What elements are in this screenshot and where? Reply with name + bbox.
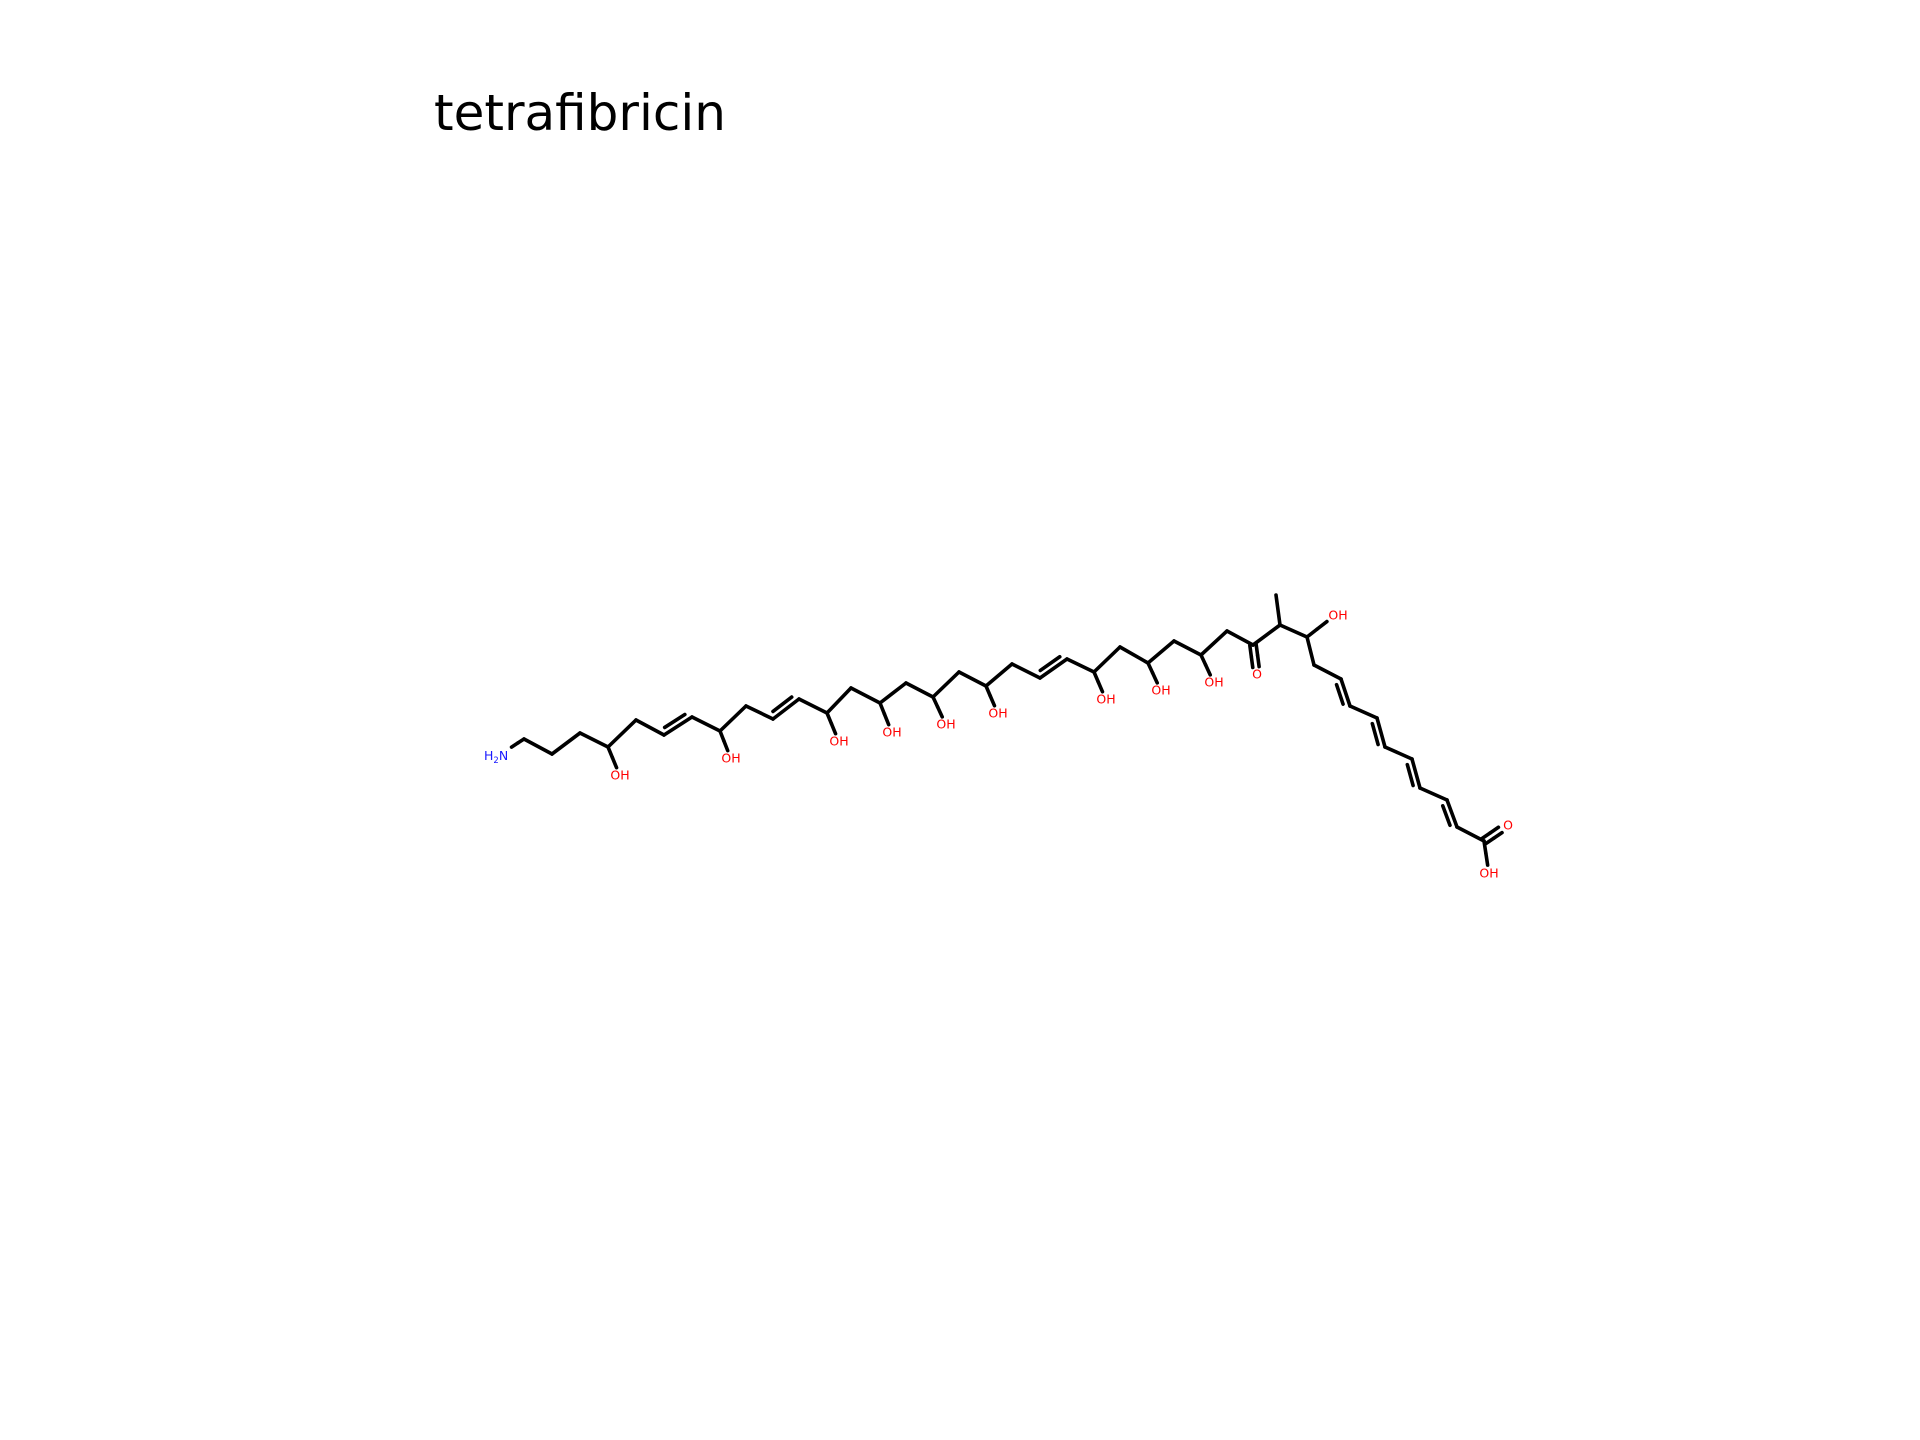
backbone-bond-13 (878, 681, 908, 705)
ketone-bond-a-o (1249, 654, 1255, 670)
polyene-double-bond-8-inner (1440, 804, 1452, 828)
atom-label-layer: OH OH OH OH OH OH OH OH OH OH O O OH H2N (484, 608, 1513, 881)
hydroxyl-bond-4-c-half (931, 695, 940, 709)
hydroxyl-label: OH (988, 706, 1007, 721)
hydroxyl-bond-8-c-half (1199, 653, 1208, 667)
hydroxyl-label: OH (1204, 675, 1223, 690)
hydroxyl-bond-6-het-half (1096, 680, 1105, 694)
backbone-bond-27 (1251, 623, 1282, 647)
polyene-bond-7 (1418, 786, 1449, 802)
carboxyl-hydroxyl-bond-het-half (1484, 851, 1490, 867)
molecule-name: tetrafibricin (434, 84, 726, 142)
backbone-bond-15 (931, 670, 961, 699)
ketone-bond-b-c (1254, 642, 1260, 658)
hydroxyl-bond-5-het-half (988, 694, 997, 708)
hydroxyl-bond-8-het-half (1203, 663, 1213, 677)
hydroxyl-bond-7-c-half (1146, 661, 1155, 675)
hydroxyl-label: OH (610, 768, 629, 783)
backbone-bond-12 (849, 686, 882, 705)
methyl-bond (1274, 593, 1282, 627)
hydroxyl-bond-2-het-half (829, 721, 838, 736)
polyene-bond-5 (1383, 745, 1414, 761)
backbone-bond-24 (1172, 639, 1203, 657)
backbone-bond-7 (718, 704, 748, 733)
hydroxyl-label: OH (936, 717, 955, 732)
hydroxyl-bond-3-c-half (878, 701, 887, 716)
polyene-double-bond-4 (1375, 716, 1387, 749)
hydroxyl-bond-2-c-half (825, 711, 834, 726)
polyene-bond-0 (1305, 635, 1316, 667)
backbone-double-bond-19-inner (1038, 654, 1062, 673)
backbone-bond-10 (797, 697, 829, 715)
carbonyl-bond-b-o (1488, 825, 1501, 835)
backbone-bond-18 (1010, 662, 1042, 680)
polyene-bond-9 (1455, 825, 1486, 843)
backbone-bond-11 (825, 686, 853, 715)
amine-label: H2N (484, 748, 508, 766)
hydroxyl-bond-4-het-half (935, 705, 945, 719)
carboxyl-hydroxyl-label: OH (1479, 866, 1498, 881)
backbone-bond-2 (578, 731, 610, 749)
hydroxyl-bond-0-het-half (610, 755, 619, 770)
backbone-bond-0 (522, 737, 554, 756)
amine-bond-het-half (509, 741, 520, 749)
hydroxyl-label: OH (721, 751, 740, 766)
polyene-double-bond-2 (1339, 677, 1352, 708)
hydroxyl-bond-upper-het-half (1315, 619, 1329, 632)
backbone-bond-6 (690, 715, 722, 733)
carbonyl-bond-a-o (1492, 830, 1504, 840)
backbone-double-bond-5-inner (662, 712, 687, 730)
backbone-bond-4 (634, 718, 666, 737)
polyene-bond-3 (1348, 704, 1379, 720)
backbone-bond-3 (606, 718, 638, 749)
backbone-bond-26 (1225, 629, 1255, 647)
hydroxyl-label: OH (1151, 683, 1170, 698)
polyene-double-bond-6 (1410, 757, 1422, 790)
backbone-bond-21 (1092, 645, 1122, 674)
polyene-double-bond-2-inner (1334, 682, 1345, 706)
polyene-double-bond-4-inner (1370, 721, 1380, 747)
backbone-bond-25 (1199, 629, 1229, 657)
ketone-bond-a-c (1248, 643, 1254, 659)
backbone-double-bond-19 (1038, 657, 1069, 680)
backbone-bond-1 (550, 731, 582, 756)
hydroxyl-label: OH (829, 734, 848, 749)
polyene-bond-1 (1312, 663, 1343, 681)
hydroxyl-label: OH (882, 725, 901, 740)
hydroxyl-label: OH (1328, 608, 1347, 623)
hydroxyl-bond-3-het-half (882, 712, 891, 727)
hydroxyl-bond-1-het-half (722, 739, 730, 753)
polyene-double-bond-6-inner (1405, 762, 1415, 788)
backbone-bond-23 (1146, 639, 1176, 665)
ketone-oxygen-label: O (1252, 667, 1262, 682)
backbone-bond-14 (904, 681, 935, 699)
bond-layer (509, 593, 1504, 867)
backbone-double-bond-5 (662, 715, 694, 737)
backbone-bond-22 (1118, 645, 1150, 665)
hydroxyl-bond-upper-c-half (1305, 627, 1319, 639)
backbone-double-bond-9-inner (771, 695, 794, 714)
polyene-double-bond-8 (1445, 798, 1459, 829)
backbone-bond-17 (984, 662, 1014, 688)
ketone-bond-b-o (1255, 653, 1261, 669)
backbone-double-bond-9 (771, 697, 801, 721)
hydroxyl-bond-0-c-half (606, 745, 615, 760)
hydroxyl-label: OH (1096, 692, 1115, 707)
backbone-bond-16 (957, 670, 988, 688)
backbone-bond-28 (1278, 623, 1309, 639)
backbone-bond-8 (744, 704, 775, 721)
carbonyl-oxygen-label: O (1503, 818, 1513, 833)
backbone-bond-20 (1065, 657, 1096, 674)
hydroxyl-bond-7-het-half (1150, 671, 1160, 685)
carboxyl-hydroxyl-bond-c-half (1482, 839, 1488, 855)
